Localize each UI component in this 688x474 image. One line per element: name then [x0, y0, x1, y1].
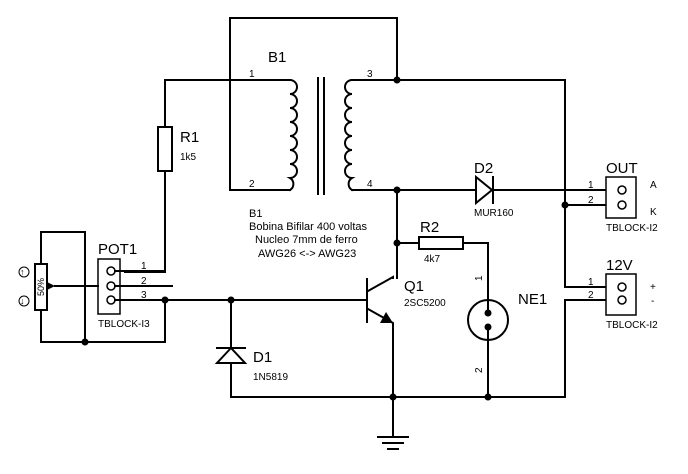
pwr-pin1-screw [617, 282, 627, 292]
pot-wiper-label: 50% [36, 278, 46, 296]
out-ref: OUT [606, 160, 638, 177]
pin-1-label: 1 [249, 69, 255, 80]
out-terminal-block: OUT 1 2 A K TBLOCK-I2 [588, 160, 658, 234]
q1-collector-line [366, 275, 394, 293]
pwr-block-type: TBLOCK-I2 [606, 320, 658, 331]
r2-ref: R2 [420, 219, 439, 236]
r1-body [157, 126, 173, 172]
pot-up-indicator [18, 266, 30, 278]
r2-body [418, 236, 464, 250]
pwr-label-minus: - [651, 296, 654, 307]
power-terminal-block: 12V 1 2 + - TBLOCK-I2 [588, 257, 658, 331]
junction-pot-pin3 [161, 296, 169, 304]
potentiometer-symbol: 50% ↑ ↓ [18, 231, 166, 346]
pot1-pin2-label: 2 [141, 276, 147, 287]
out-pin2-label: 2 [588, 195, 594, 206]
diode-d1: D1 1N5819 [214, 299, 288, 398]
diode-d2: D2 MUR160 [474, 160, 616, 219]
pot-down-icon: ↓ [20, 296, 25, 306]
q1-emitter-arrow [380, 312, 393, 323]
d1-value: 1N5819 [253, 372, 288, 383]
r2-value: 4k7 [424, 254, 441, 265]
pwr-label-plus: + [650, 282, 656, 293]
pin-2-label: 2 [249, 179, 255, 190]
pot-junction [81, 338, 89, 346]
supply-rail-wire [396, 79, 616, 288]
out-pin1-label: 1 [588, 180, 594, 191]
pot-up-icon: ↑ [20, 267, 25, 277]
d1-body [214, 346, 248, 364]
transformer-desc-3: AWG26 <-> AWG23 [258, 248, 356, 260]
ne1-ref: NE1 [518, 291, 547, 308]
primary-coil [286, 78, 298, 192]
r1-top-wire [164, 79, 231, 128]
out-block-body [605, 176, 637, 219]
junction-pin3 [393, 76, 401, 84]
ne1-pin1-label: 1 [474, 275, 485, 281]
pin-3-label: 3 [367, 69, 373, 80]
d2-ref: D2 [474, 160, 493, 177]
pwr-pin2-label: 2 [588, 290, 594, 301]
ground-rail-wire [230, 299, 616, 398]
pot1-terminal-block: POT1 1 2 3 TBLOCK-I3 [97, 241, 166, 330]
pwr-ref: 12V [606, 257, 633, 274]
q1-ref: Q1 [404, 278, 424, 295]
transformer-desc-1: Bobina Bifilar 400 voltas [249, 221, 368, 233]
d1-ref: D1 [253, 349, 272, 366]
pot1-block-type: TBLOCK-I3 [98, 319, 150, 330]
ne1-pin2-label: 2 [474, 367, 485, 373]
r1-ref: R1 [180, 129, 199, 146]
pot1-pin1-label: 1 [141, 261, 147, 272]
out-pin2-screw [617, 200, 627, 210]
pot1-ref: POT1 [98, 241, 137, 258]
secondary-coil [344, 78, 356, 192]
pwr-pin1-label: 1 [588, 277, 594, 288]
resistor-r1: R1 1k5 [124, 79, 231, 273]
r2-right-wire [462, 242, 489, 301]
pwr-block-body [605, 273, 637, 316]
out-label-a: A [650, 180, 657, 191]
pot-top-wire [40, 231, 86, 343]
pot1-pin2-screw [106, 281, 116, 291]
pot-down-indicator [18, 295, 30, 307]
q1-value: 2SC5200 [404, 298, 446, 309]
out-block-type: TBLOCK-I2 [606, 223, 658, 234]
transformer-top-wire [229, 17, 398, 81]
transformer-desc-ref: B1 [249, 208, 262, 220]
transformer-b1: B1 1 2 3 4 B1 Bobina Bifilar 400 voltas … [229, 17, 398, 260]
d2-body [475, 174, 494, 206]
resistor-r2: R2 4k7 [396, 219, 489, 301]
pot-bottom-wire [40, 309, 86, 343]
ground-symbol [377, 396, 409, 450]
transformer-desc-2: Nucleo 7mm de ferro [255, 234, 358, 246]
out-label-k: K [650, 207, 657, 218]
neon-lamp-ne1: 1 2 NE1 [467, 275, 547, 398]
pin-4-label: 4 [367, 179, 373, 190]
pot-ground-wire [84, 299, 166, 343]
pot1-pin1-screw [106, 266, 116, 276]
pot-wiper-arrow [47, 282, 55, 290]
transistor-q1: Q1 2SC5200 [366, 275, 446, 398]
pot1-pin3-label: 3 [141, 290, 147, 301]
pot1-pin3-screw [106, 295, 116, 305]
junction-out-pin2 [561, 201, 569, 209]
r1-value: 1k5 [180, 152, 197, 163]
pwr-pin2-screw [617, 295, 627, 305]
transformer-ref: B1 [268, 49, 286, 66]
d2-value: MUR160 [474, 208, 514, 219]
out-pin1-screw [617, 185, 627, 195]
